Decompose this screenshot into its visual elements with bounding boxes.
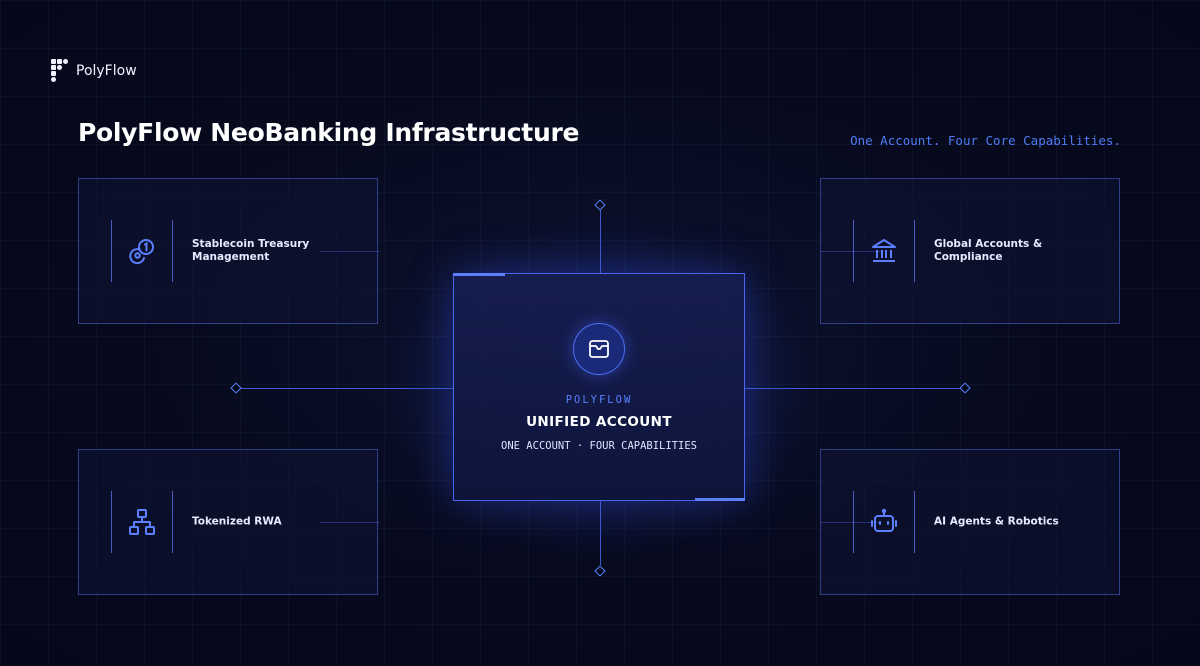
capability-card-global-accounts[interactable]: Global Accounts & Compliance xyxy=(820,178,1120,324)
brand-name: PolyFlow xyxy=(76,63,137,79)
polyflow-logo-icon xyxy=(51,59,68,82)
accent-bar-top xyxy=(453,273,505,276)
page-tagline: One Account. Four Core Capabilities. xyxy=(850,133,1121,148)
horizontal-line-right xyxy=(745,388,960,389)
horizontal-line-left xyxy=(240,388,453,389)
vertical-line-bottom xyxy=(600,501,601,565)
capability-label: Tokenized RWA xyxy=(192,515,282,528)
bank-icon xyxy=(853,220,915,282)
capability-card-tokenized-rwa[interactable]: Tokenized RWA xyxy=(78,449,378,595)
capability-label: AI Agents & Robotics xyxy=(934,515,1059,528)
page-title: PolyFlow NeoBanking Infrastructure xyxy=(78,118,580,147)
coins-icon xyxy=(111,220,173,282)
unified-account-card[interactable]: POLYFLOW UNIFIED ACCOUNT ONE ACCOUNT · F… xyxy=(453,273,745,501)
center-subtitle: ONE ACCOUNT · FOUR CAPABILITIES xyxy=(501,440,697,452)
capability-card-ai-agents[interactable]: AI Agents & Robotics xyxy=(820,449,1120,595)
center-title: UNIFIED ACCOUNT xyxy=(526,414,672,430)
robot-icon xyxy=(853,491,915,553)
capability-card-stablecoin[interactable]: Stablecoin Treasury Management xyxy=(78,178,378,324)
brand-logo[interactable]: PolyFlow xyxy=(51,59,137,83)
center-kicker: POLYFLOW xyxy=(565,394,633,406)
capability-label: Stablecoin Treasury Management xyxy=(192,238,310,263)
hierarchy-icon xyxy=(111,491,173,553)
wallet-icon xyxy=(573,323,625,375)
capability-label: Global Accounts & Compliance xyxy=(934,238,1043,263)
accent-bar-bottom xyxy=(695,498,745,501)
vertical-line-top xyxy=(600,210,601,273)
